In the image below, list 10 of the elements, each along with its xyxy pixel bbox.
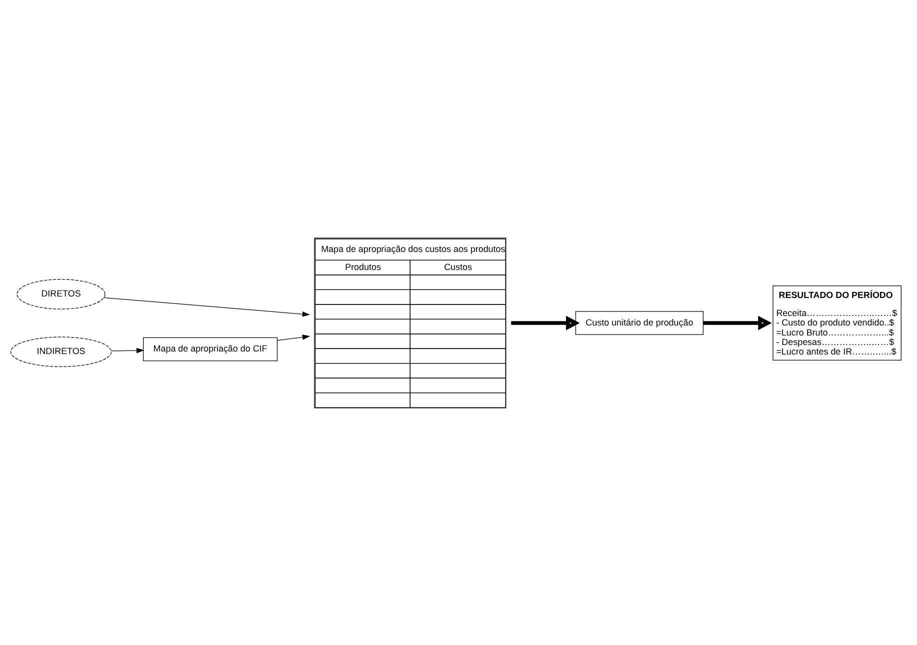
arrow: [511, 315, 580, 330]
arrow: [103, 296, 310, 316]
node-box: Mapa de apropriação do CIF: [143, 336, 278, 361]
node-box: Custo unitário de produção: [575, 310, 704, 334]
node-ellipse: DIRETOS: [16, 278, 106, 309]
node-ellipse: INDIRETOS: [10, 336, 112, 366]
node-box: RESULTADO DO PERÍODO Receita…………………..……$ - Custo do produto vendido..$ =Lucro Bruto………………...$ - Despesas……………..……$ =Lucro antes de IR……..…...$: [772, 285, 902, 360]
arrow: [703, 315, 772, 330]
arrow: [111, 347, 144, 353]
arrow: [277, 334, 310, 340]
